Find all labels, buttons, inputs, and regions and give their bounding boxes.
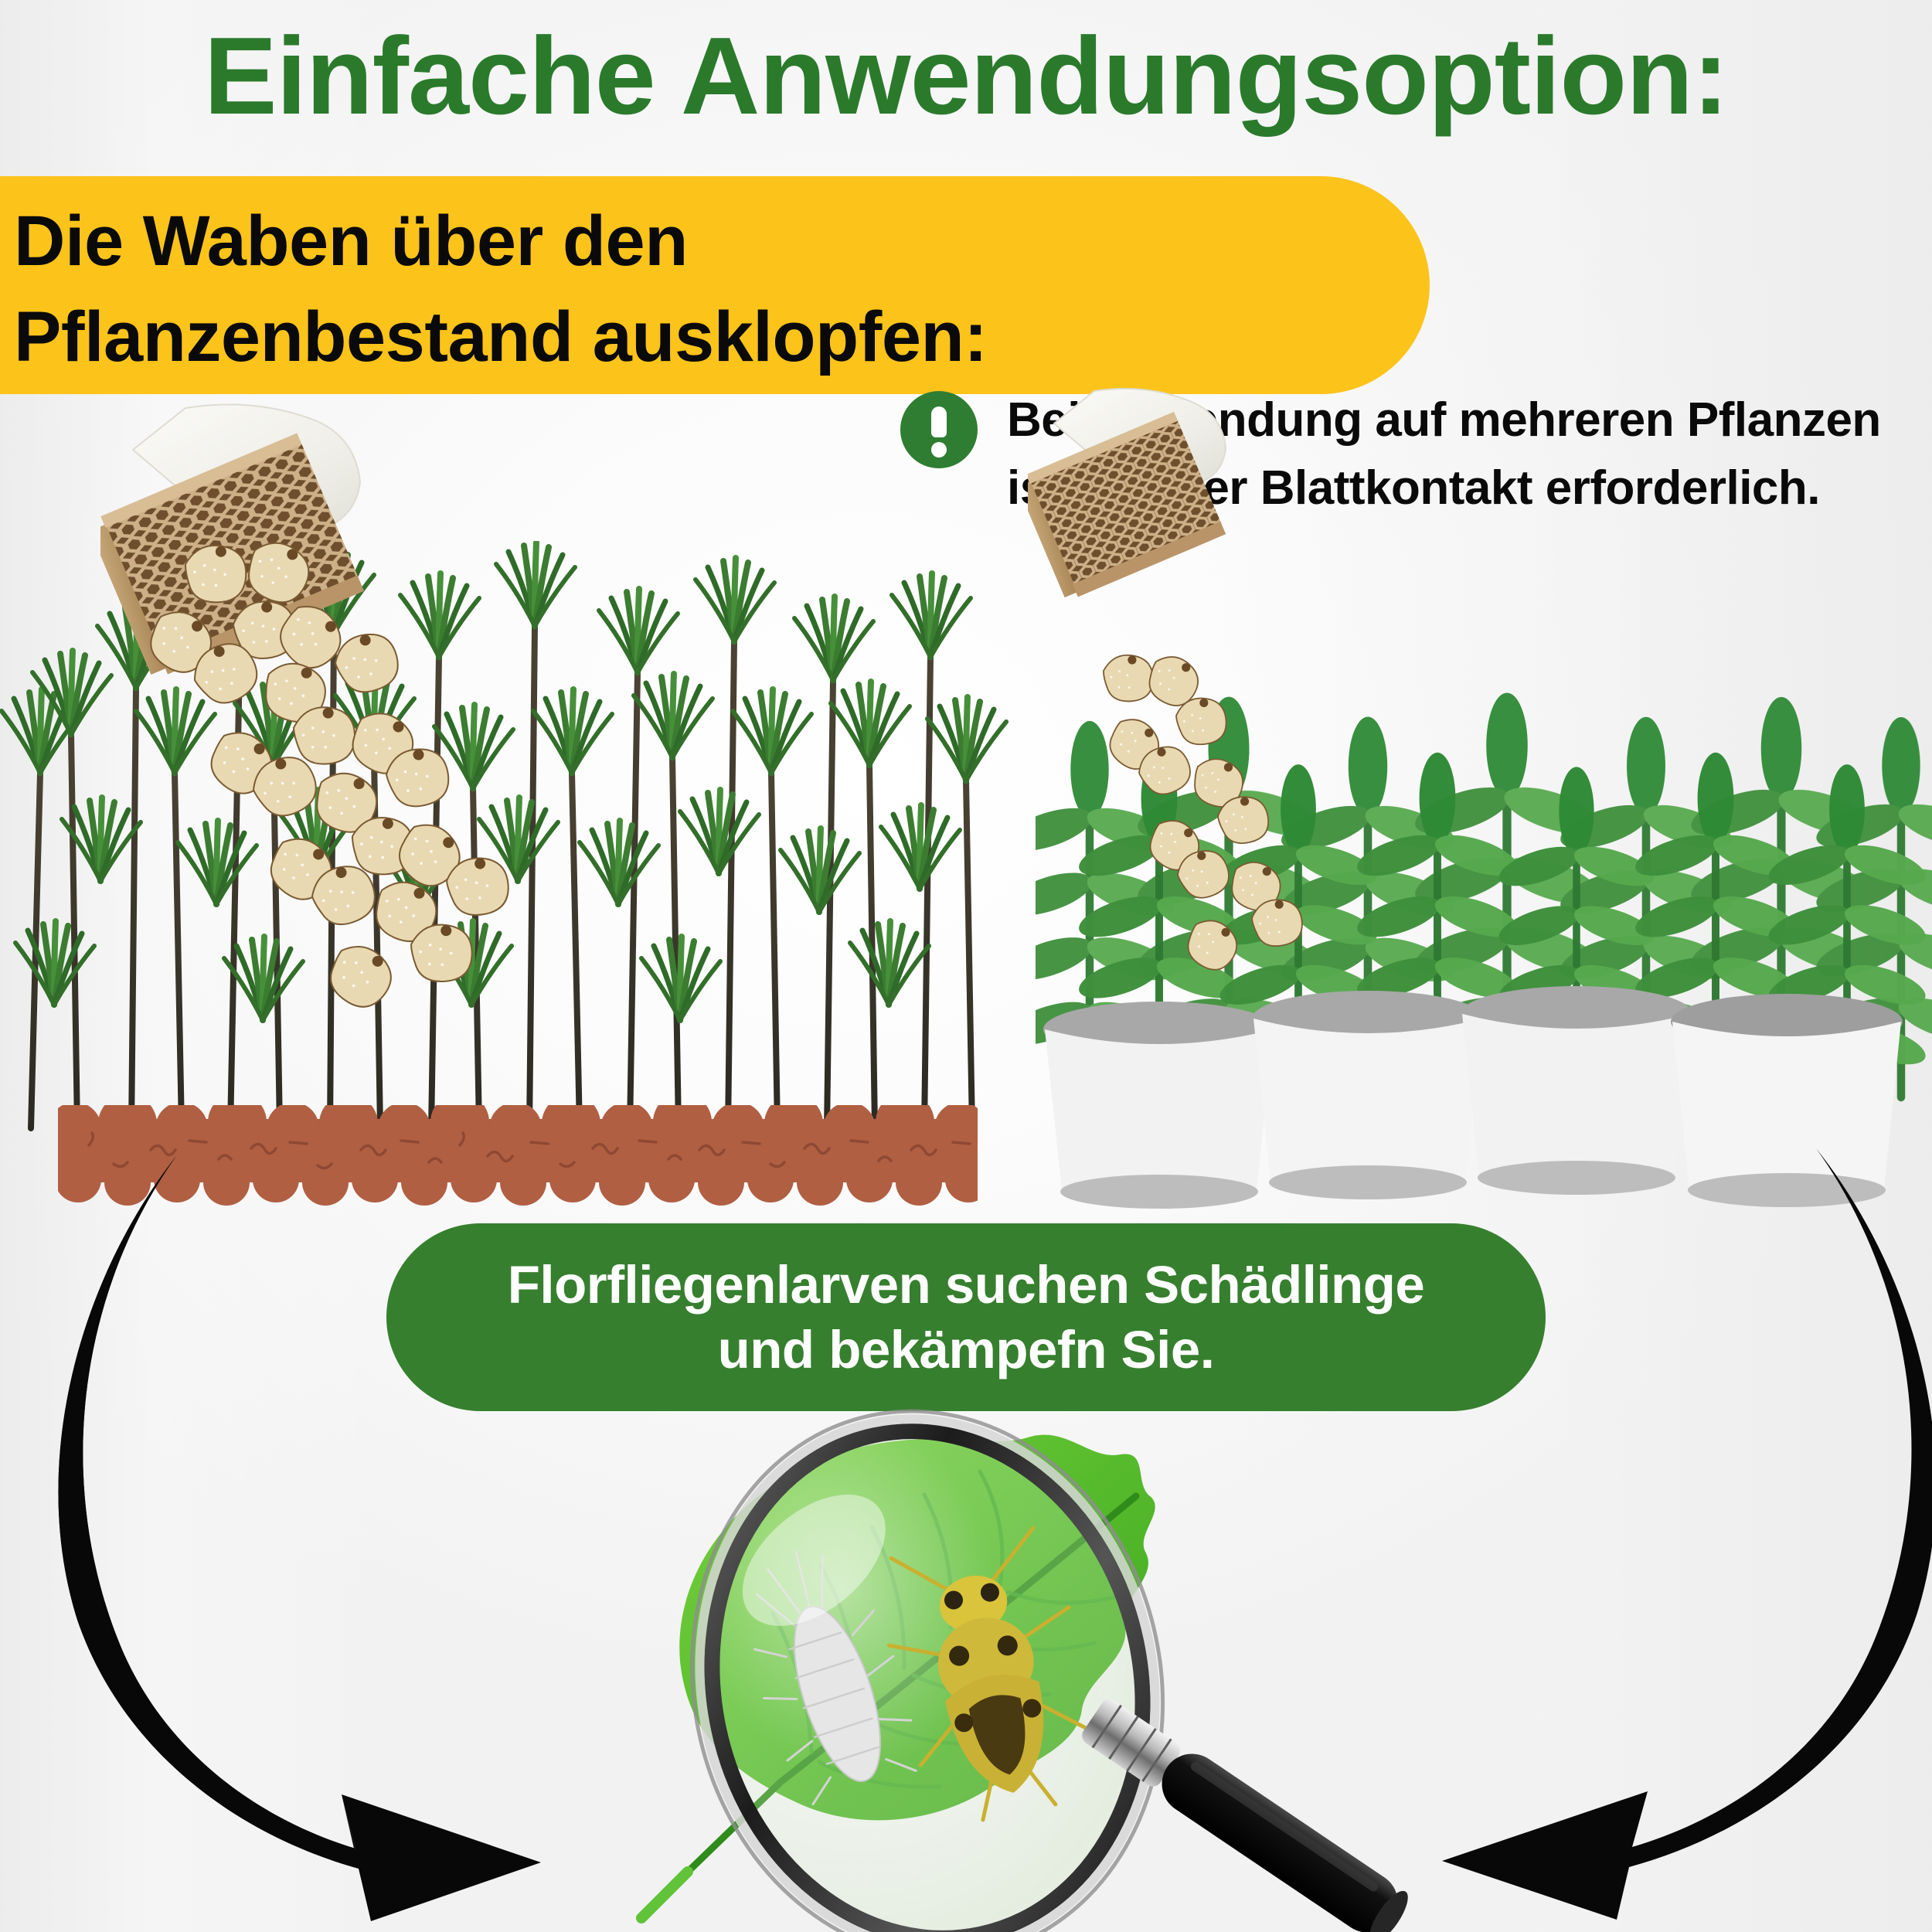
result-line-1: Florfliegenlarven suchen Schädlinge: [507, 1254, 1425, 1315]
honeycomb-cardboard-packet-right: [1028, 388, 1227, 598]
page-title: Einfache Anwendungsoption:: [203, 15, 1729, 138]
palm-plants-illustration: [0, 541, 1036, 1133]
instruction-line-2: Pflanzenbestand ausklopfen:: [14, 298, 988, 376]
lacewing-larvae-falling-right: [1100, 649, 1309, 978]
instruction-line-1: Die Waben über den: [14, 202, 688, 281]
result-line-2: und bekämpefn Sie.: [717, 1319, 1215, 1379]
curved-arrow-left: [58, 1156, 542, 1921]
result-banner-green: Florfliegenlarven suchen Schädlinge und …: [386, 1223, 1546, 1411]
instruction-banner-yellow: Die Waben über den Pflanzenbestand auskl…: [0, 176, 1430, 394]
plant-pots: [1043, 986, 1903, 1209]
magnifier-over-leaf-scene: [636, 1409, 1408, 1932]
potted-plants-illustration: [1036, 533, 1932, 1209]
scene-potted-plants-right: [1036, 388, 1932, 1213]
lacewing-larvae-falling-left: [141, 536, 517, 1016]
magnifier-lens: [689, 1409, 1165, 1932]
white-lacewing-larva: [753, 1551, 917, 1806]
soil-bed: [58, 1105, 978, 1206]
black-magnifier-handle: [1082, 1699, 1408, 1932]
yellow-aphid-pest: [886, 1526, 1091, 1822]
exclamation-circle-icon: [900, 391, 978, 468]
scene-palm-plants-left: [0, 403, 1036, 1206]
